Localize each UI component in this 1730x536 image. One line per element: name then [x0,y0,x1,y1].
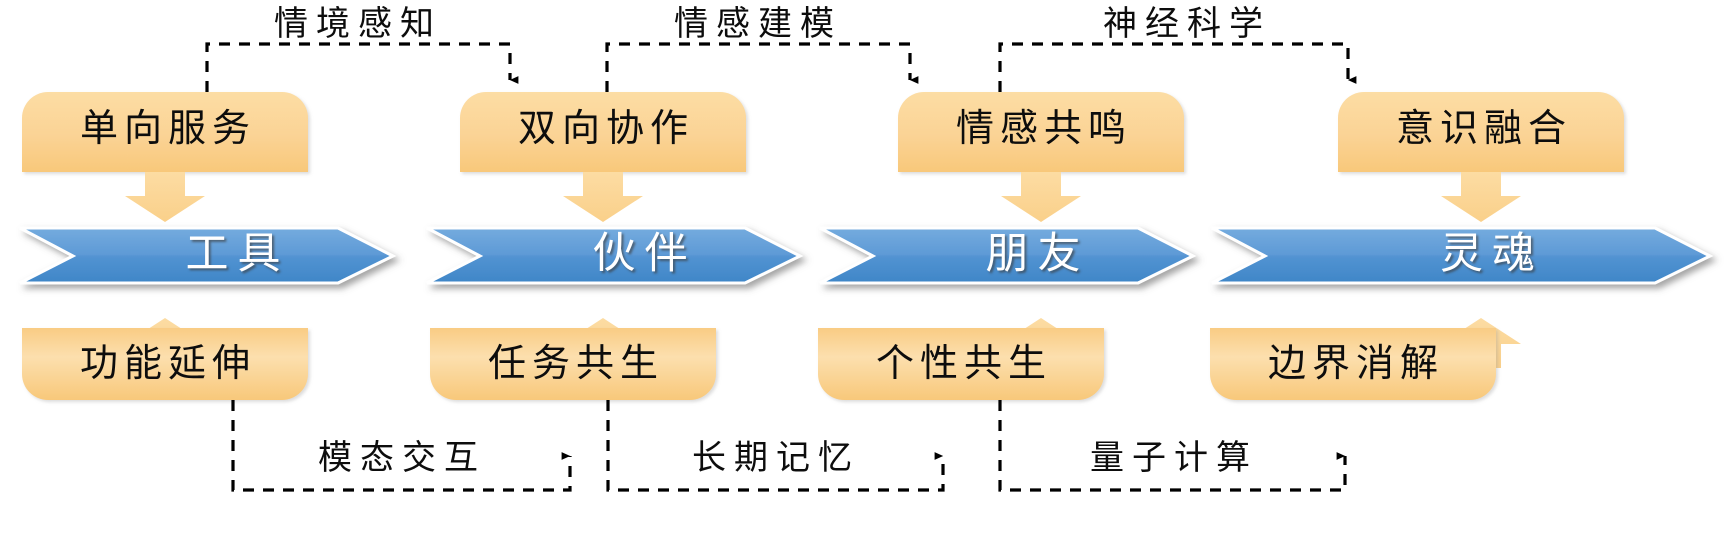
bottom-conn-1-label: 模态交互 [318,440,486,477]
bottom-conn-3-line [998,400,1347,492]
stage-3-chevron-label: 朋友 [985,230,1090,278]
stage-1-down-arrow [125,172,205,222]
stage-4-chevron [1211,226,1714,285]
stage-4-group [1210,92,1714,400]
stage-3-top-box [898,92,1184,172]
stage-2-bottom-box [430,328,716,400]
stage-4-down-arrow [1441,172,1521,222]
stage-2-chevron-label: 伙伴 [592,230,697,278]
bottom-conn-1-line [231,400,572,492]
bottom-conn-3-label: 量子计算 [1090,440,1258,477]
stage-4-top-box-label: 意识融合 [1395,108,1572,150]
top-conn-2-line [605,42,919,92]
stage-1-top-box [22,92,308,172]
stage-2-top-box [460,92,746,172]
stage-3-bottom-box [818,328,1104,400]
stage-3-top-box-label: 情感共鸣 [955,108,1132,150]
stage-4-chevron-label: 灵魂 [1440,230,1544,278]
bottom-conn-2-label: 长期记忆 [692,440,860,477]
top-conn-2-label: 情感建模 [674,6,842,43]
top-conn-1-line [205,42,519,92]
stage-3-bottom-box-label: 个性共生 [875,343,1052,385]
stage-1-bottom-box-label: 功能延伸 [79,343,256,385]
stage-1-group [19,92,397,400]
stage-1-bottom-box [22,328,308,400]
stage-3-group [818,92,1197,400]
stage-4-bottom-box-label: 边界消解 [1267,343,1444,385]
stage-2-chevron [426,226,804,285]
top-conn-3-label: 神经科学 [1103,6,1271,43]
top-conn-1-label: 情境感知 [274,6,442,43]
stage-2-bottom-box-label: 任务共生 [487,343,664,385]
stage-1-chevron-label: 工具 [185,230,290,278]
stage-2-group [426,92,804,400]
stage-1-top-box-label: 单向服务 [79,108,256,150]
bottom-conn-2-line [606,400,945,492]
stage-3-down-arrow [1001,172,1081,222]
stage-3-chevron [819,226,1197,285]
stage-2-top-box-label: 双向协作 [517,108,694,150]
stage-2-down-arrow [563,172,643,222]
stage-4-top-box [1338,92,1624,172]
stage-4-bottom-box [1210,328,1496,400]
stage-1-chevron [19,226,397,285]
top-conn-3-line [998,42,1357,92]
